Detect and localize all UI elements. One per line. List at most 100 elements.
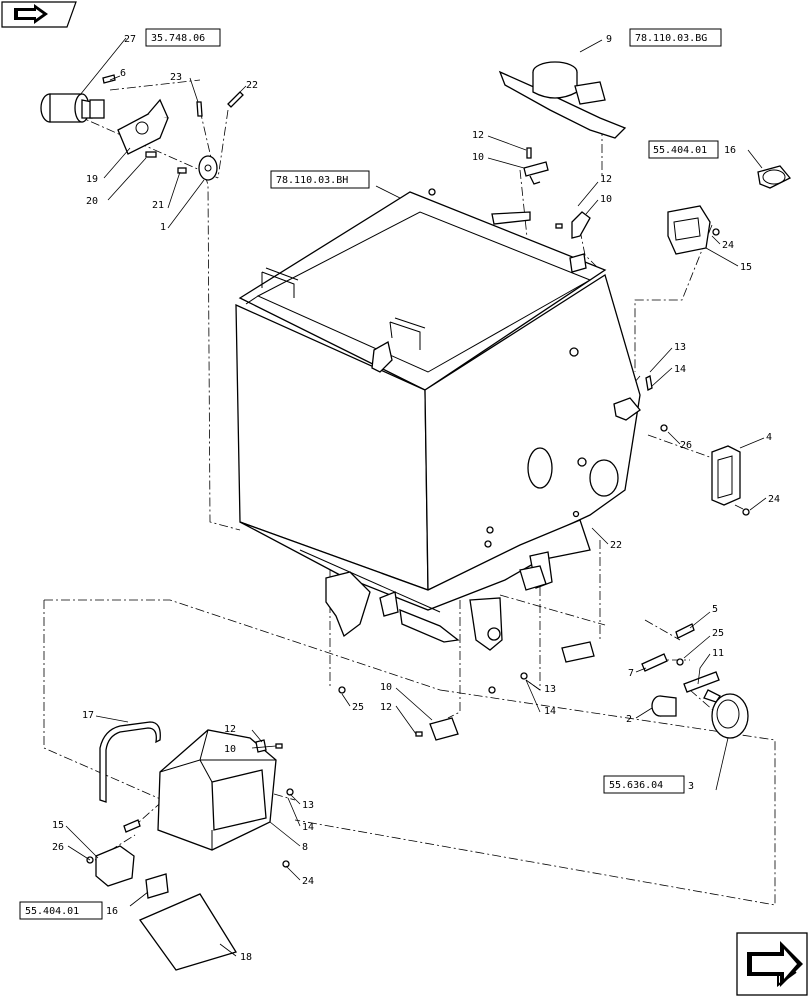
part-5-spring [675, 623, 695, 639]
callout-27: 27 [124, 34, 136, 45]
callout-21: 21 [152, 200, 164, 211]
callout-22: 22 [246, 80, 258, 91]
leader-lines [65, 37, 767, 957]
reference-box-35-748-06[interactable]: 35.748.06 [145, 28, 221, 47]
part-9-assembly [498, 61, 627, 139]
part-18-mat [139, 893, 238, 971]
callout-12-lower-mid: 12 [380, 702, 392, 713]
reference-box-55-404-01-top[interactable]: 55.404.01 [648, 140, 719, 159]
callout-8: 8 [302, 842, 308, 853]
part-25-screw-lower [338, 686, 346, 694]
part-10-clip-upper-a [523, 161, 549, 185]
callout-17: 17 [82, 710, 94, 721]
next-page-button[interactable] [736, 932, 808, 996]
part-6-screw [102, 74, 116, 84]
part-10-clip-lower-mid [429, 717, 459, 741]
main-tank-body [235, 188, 641, 613]
callout-14-bottom: 14 [302, 822, 314, 833]
svg-text:78.110.03.BH: 78.110.03.BH [276, 175, 348, 186]
part-10-clip-lower-right [561, 641, 595, 663]
callout-26-right: 26 [680, 440, 692, 451]
callout-22-lower: 22 [610, 540, 622, 551]
previous-page-icon [14, 4, 48, 24]
callout-15-top: 15 [740, 262, 752, 273]
part-15-plate-bottom [95, 845, 135, 887]
callout-16-bottom: 16 [106, 906, 118, 917]
callout-10-lower-mid: 10 [380, 682, 392, 693]
callout-13-bottom: 13 [302, 800, 314, 811]
svg-text:35.748.06: 35.748.06 [151, 33, 205, 44]
callout-10-upper-b: 10 [600, 194, 612, 205]
callout-23: 23 [170, 72, 182, 83]
callout-12-upper-b: 12 [600, 174, 612, 185]
callout-19: 19 [86, 174, 98, 185]
callout-2: 2 [626, 714, 632, 725]
svg-text:55.636.04: 55.636.04 [609, 780, 663, 791]
previous-page-button[interactable] [1, 1, 77, 28]
part-11-rod [683, 671, 720, 693]
callout-25-right: 25 [712, 628, 724, 639]
callout-3: 3 [688, 781, 694, 792]
part-27-motor [40, 93, 105, 123]
callout-11: 11 [712, 648, 724, 659]
part-4-bracket [711, 445, 741, 506]
callout-20: 20 [86, 196, 98, 207]
callout-9: 9 [606, 34, 612, 45]
part-15-plate-top [667, 205, 711, 255]
part-3-lamp [703, 689, 749, 739]
callout-24-right: 24 [768, 494, 780, 505]
part-19-bracket [117, 98, 169, 155]
lower-mechanism [325, 551, 553, 651]
callout-14-right: 14 [674, 364, 686, 375]
part-1-disk [198, 155, 218, 181]
callout-12-bottom: 12 [224, 724, 236, 735]
callout-10-upper-a: 10 [472, 152, 484, 163]
assembly-lines [43, 79, 776, 906]
next-page-icon [747, 941, 803, 987]
reference-box-55-636-04[interactable]: 55.636.04 [603, 775, 685, 794]
callout-7: 7 [628, 668, 634, 679]
part-13-14-fasteners-lower [488, 672, 528, 694]
part-26-screw-right [660, 424, 668, 432]
part-12-screw-lower-mid [415, 731, 423, 737]
part-23-pin [196, 101, 203, 117]
part-16-cap-top [757, 165, 792, 189]
callout-numbers: 27 6 23 22 19 20 21 1 9 12 10 16 12 10 2… [52, 34, 780, 963]
callout-1: 1 [160, 222, 166, 233]
part-12-screw-upper-b [555, 223, 563, 229]
part-21-fastener [177, 167, 187, 174]
part-24-screw-right [742, 508, 750, 516]
callout-25-lower: 25 [352, 702, 364, 713]
part-22-pin-top [227, 91, 244, 108]
callout-26-bottom: 26 [52, 842, 64, 853]
svg-text:55.404.01: 55.404.01 [653, 145, 707, 156]
callout-24-top: 24 [722, 240, 734, 251]
callout-24-bottom: 24 [302, 876, 314, 887]
part-13-14-fasteners-right [645, 375, 653, 391]
callout-6: 6 [120, 68, 126, 79]
callout-14-lower: 14 [544, 706, 556, 717]
callout-5: 5 [712, 604, 718, 615]
part-25-screw-right [676, 658, 684, 666]
part-2-bushing [651, 695, 677, 717]
part-10-clip-upper-b [571, 211, 591, 239]
part-20-fastener [145, 151, 157, 158]
reference-box-78-110-03-bh[interactable]: 78.110.03.BH [270, 170, 370, 189]
callout-15-bottom: 15 [52, 820, 64, 831]
part-8-box [157, 729, 277, 851]
callout-18: 18 [240, 952, 252, 963]
callout-4: 4 [766, 432, 772, 443]
callout-16-top: 16 [724, 145, 736, 156]
part-10-12-bottom-left [255, 739, 283, 753]
reference-box-78-110-03-bg[interactable]: 78.110.03.BG [629, 28, 722, 47]
callout-12-upper-a: 12 [472, 130, 484, 141]
callout-13-lower: 13 [544, 684, 556, 695]
part-16-cap-bottom [145, 873, 169, 899]
callout-13-right: 13 [674, 342, 686, 353]
part-13-14-bottom-left [286, 788, 294, 796]
svg-text:78.110.03.BG: 78.110.03.BG [635, 33, 707, 44]
part-24-screw-bottom [282, 860, 290, 868]
callout-10-bottom: 10 [224, 744, 236, 755]
reference-box-55-404-01-bottom[interactable]: 55.404.01 [19, 901, 103, 920]
